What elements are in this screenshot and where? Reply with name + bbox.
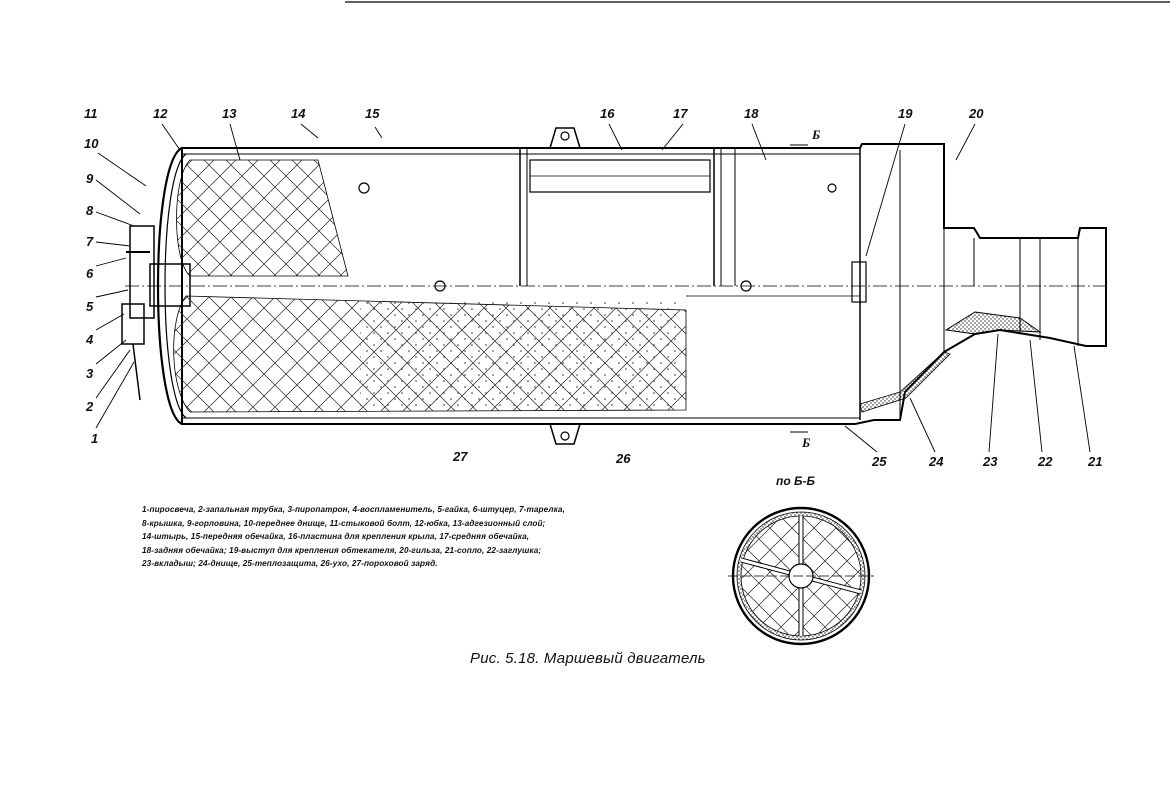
callout-1: 1 <box>91 431 98 446</box>
figure-caption: Рис. 5.18. Маршевый двигатель <box>470 650 706 667</box>
callout-7: 7 <box>86 234 94 249</box>
callout-4: 4 <box>85 332 94 347</box>
callout-27: 27 <box>452 449 468 464</box>
callout-18: 18 <box>744 106 759 121</box>
legend-line: 14-штырь, 15-передняя обечайка, 16-пласт… <box>142 532 530 542</box>
callout-11: 11 <box>84 106 98 121</box>
callout-13: 13 <box>222 106 237 121</box>
legend: 1-пиросвеча, 2-запальная трубка, 3-пироп… <box>142 503 702 571</box>
nozzle-insert <box>944 311 1042 335</box>
legend-line: 8-крышка, 9-горловина, 10-переднее днище… <box>142 518 546 528</box>
engine-body <box>121 127 1110 445</box>
legend-line: 18-задняя обечайка; 19-выступ для крепле… <box>142 545 542 555</box>
callout-numbers: 1 2 3 4 5 6 7 8 9 10 11 12 13 14 15 16 1… <box>84 106 1102 469</box>
callout-9: 9 <box>86 171 94 186</box>
heat-protection <box>859 351 951 413</box>
callout-20: 20 <box>968 106 984 121</box>
section-mark-bottom: Б <box>801 435 810 450</box>
section-mark-top: Б <box>811 127 820 142</box>
section-title: по Б-Б <box>776 474 815 488</box>
callout-21: 21 <box>1087 454 1102 469</box>
callout-22: 22 <box>1037 454 1053 469</box>
callout-19: 19 <box>898 106 913 121</box>
leader-lines <box>95 123 1091 453</box>
callout-3: 3 <box>86 366 94 381</box>
callout-17: 17 <box>673 106 688 121</box>
callout-23: 23 <box>982 454 998 469</box>
callout-12: 12 <box>153 106 168 121</box>
callout-6: 6 <box>86 266 94 281</box>
callout-10: 10 <box>84 136 99 151</box>
callout-25: 25 <box>871 454 887 469</box>
legend-line: 23-вкладыш; 24-днище, 25-теплозащита, 26… <box>142 559 438 569</box>
callout-14: 14 <box>291 106 306 121</box>
callout-15: 15 <box>365 106 380 121</box>
propellant-grain-top <box>176 159 349 277</box>
legend-line: 1-пиросвеча, 2-запальная трубка, 3-пироп… <box>142 505 565 514</box>
grain-dots <box>360 300 680 408</box>
callout-8: 8 <box>86 203 94 218</box>
callout-24: 24 <box>928 454 944 469</box>
callout-2: 2 <box>85 399 94 414</box>
callout-16: 16 <box>600 106 615 121</box>
callout-26: 26 <box>615 451 631 466</box>
callout-5: 5 <box>86 299 94 314</box>
section-view <box>728 506 874 646</box>
